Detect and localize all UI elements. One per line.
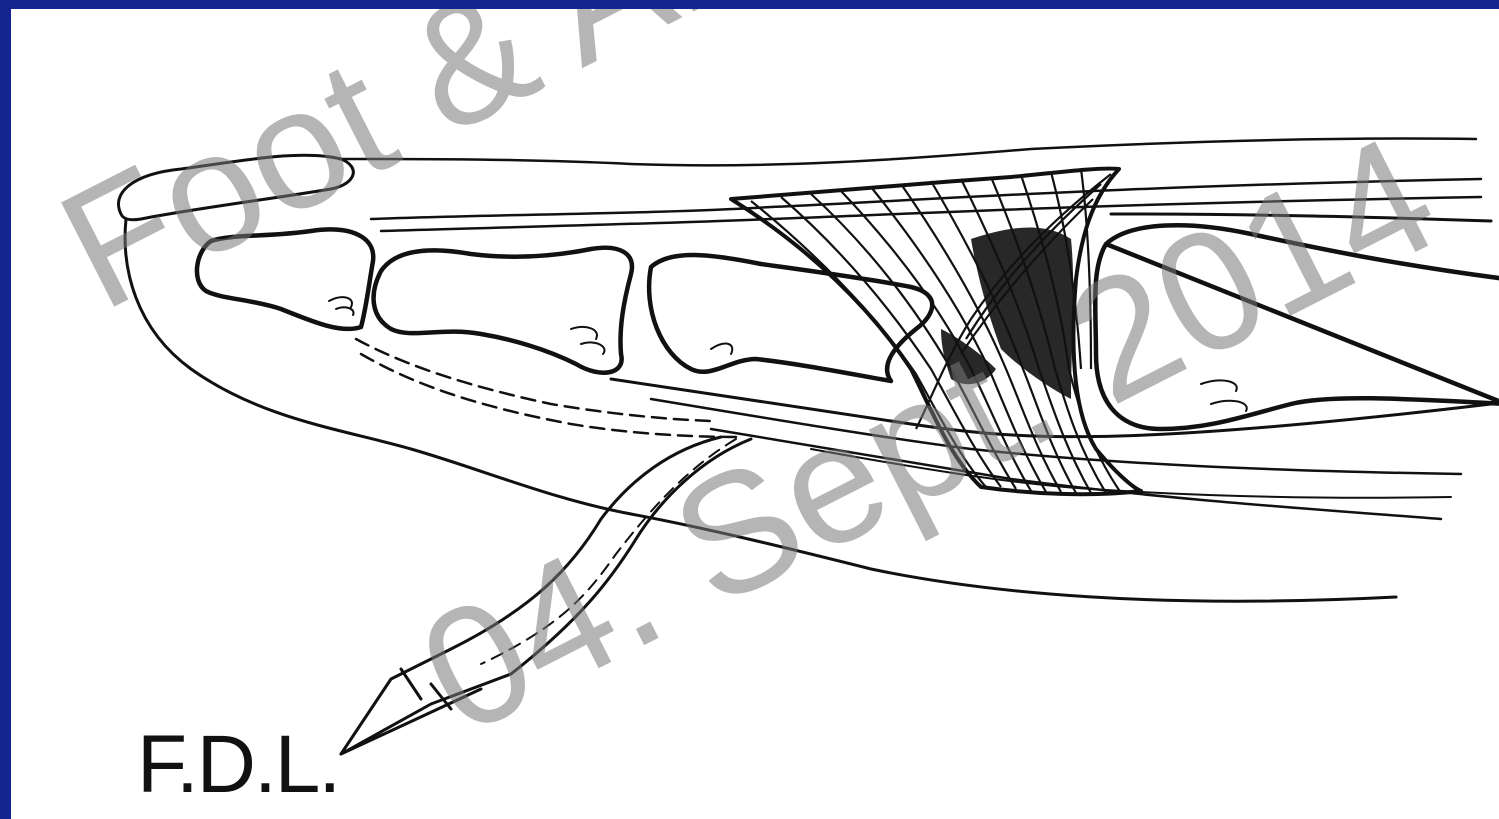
proximal-phalanx [649,255,932,381]
joint-detail [329,297,354,315]
metatarsal-head [1095,225,1499,429]
middle-phalanx [374,248,632,373]
fdl-tendon-limb [451,437,721,649]
fdl-label: F.D.L. [137,724,339,806]
fdl-tendon-limb [511,439,751,674]
fdl-pointer [401,669,451,709]
wrap-shading [941,329,996,384]
distal-phalanx [197,229,373,328]
toe-anatomy-drawing [11,9,1499,819]
fdl-pointer [341,649,511,754]
flexor-tendon [711,429,1441,519]
toe-skin-outline [125,219,1396,601]
toenail-outline [119,155,354,220]
joint-detail [711,344,732,354]
toe-dorsal-outline [341,138,1476,165]
joint-detail [1201,380,1247,411]
joint-detail [571,327,604,354]
fdl-tendon-center [481,439,736,664]
fdl-dashed-path [356,339,711,421]
extensor-tendon [1111,214,1491,221]
